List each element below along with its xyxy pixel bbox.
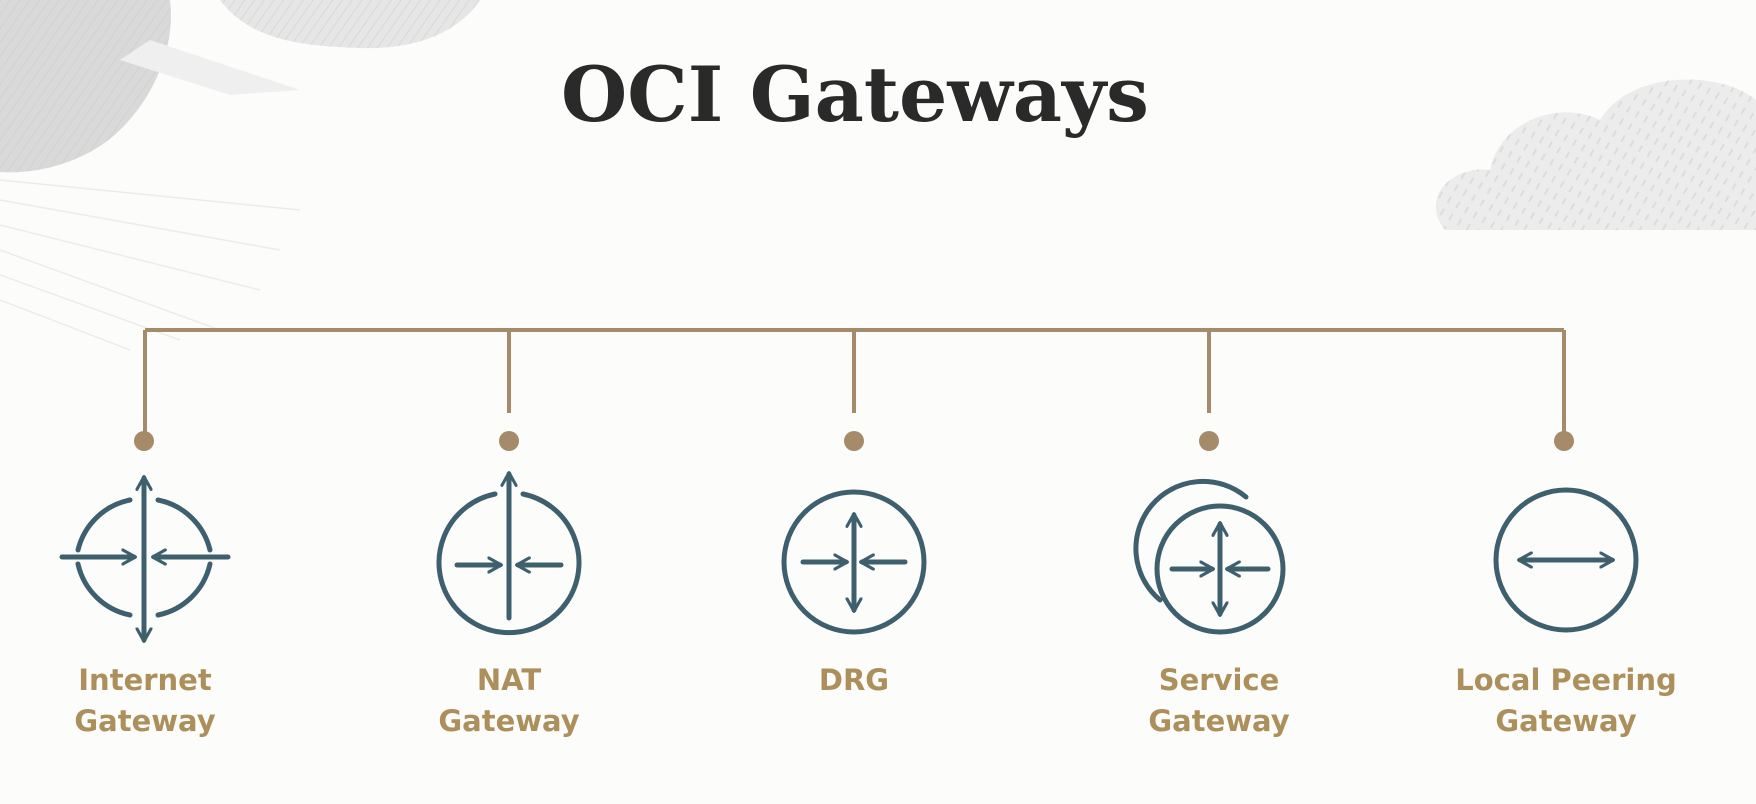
local-peering-gateway-icon [1493, 487, 1639, 633]
gateway-label-line2: Gateway [1148, 704, 1290, 738]
connector-tree [143, 328, 1566, 432]
slide-title: OCI Gateways [561, 50, 1149, 139]
gateway-label-internet: Internet Gateway [25, 660, 265, 742]
connector-dot [1554, 431, 1574, 451]
gateway-label-line1: NAT [476, 663, 542, 697]
gateway-label-line1: Internet [78, 663, 212, 697]
gateway-label-service: Service Gateway [1099, 660, 1339, 742]
internet-gateway-icon [59, 478, 231, 640]
nat-gateway-icon [436, 474, 582, 636]
gateway-label-drg: DRG [734, 660, 974, 701]
gateway-label-line2: Gateway [1495, 704, 1637, 738]
gateway-label-line2: Gateway [438, 704, 580, 738]
gateway-label-line1: Service [1158, 663, 1280, 697]
connector-dot [499, 431, 519, 451]
gateway-label-line1: DRG [818, 663, 890, 697]
connector-dots [134, 431, 1574, 451]
gateway-label-nat: NAT Gateway [389, 660, 629, 742]
connector-dot [844, 431, 864, 451]
connector-dot [1199, 431, 1219, 451]
gateway-label-line1: Local Peering [1455, 663, 1677, 697]
gateway-label-local-peering: Local Peering Gateway [1446, 660, 1686, 742]
drg-icon [781, 489, 927, 635]
gateway-label-line2: Gateway [74, 704, 216, 738]
service-gateway-icon [1133, 478, 1286, 635]
connector-dot [134, 431, 154, 451]
